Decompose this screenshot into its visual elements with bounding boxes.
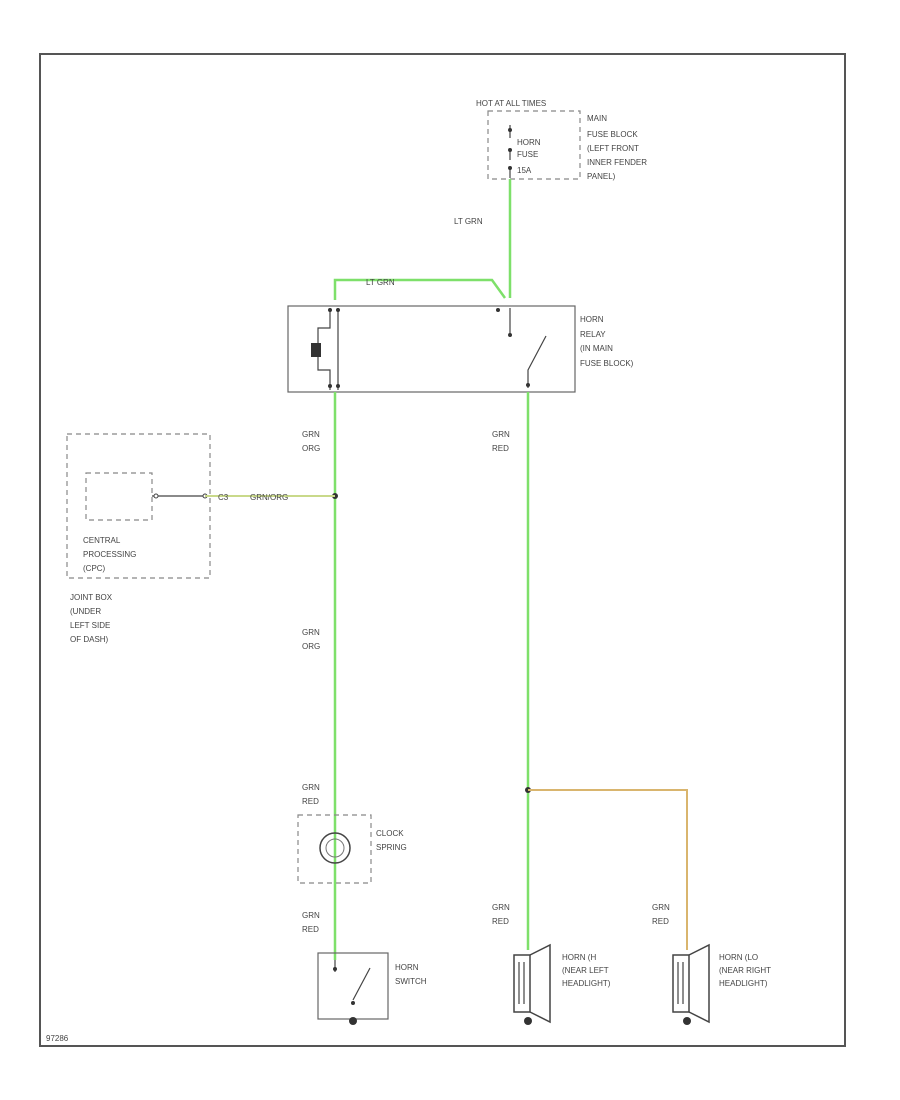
wire-label-coil-out-2: ORG [302,444,320,453]
horn-left-bell-icon [529,943,551,1024]
fuse-block-label-line-3: (LEFT FRONT [587,144,639,153]
relay-terminal-dot [336,384,340,388]
horn-switch-contact [334,960,371,1001]
fuse-terminal-dot [508,148,512,152]
joint-box-label-line-4: OF DASH) [70,635,109,644]
joint-box-label-line-2: (UNDER [70,607,101,616]
relay-coil-icon [311,343,321,357]
clock-spring-outline [297,814,372,884]
horn-right-body-icon [672,954,690,1013]
switch-terminal-dot [333,967,337,971]
ground-icon [524,1017,532,1025]
wire-label-cpu-color: GRN/ORG [250,493,288,502]
horn-right: HORN (LO (NEAR RIGHT HEADLIGHT) [672,943,771,1025]
wire-label-switch-out-2: RED [492,444,509,453]
horn-right-label-line-2: (NEAR RIGHT [719,966,771,975]
joint-box-label-line-1: JOINT BOX [70,593,113,602]
wire-label-lower-coil-1: GRN [302,628,320,637]
horn-left-detail-icon [518,962,525,1004]
connector-pin-icon [153,493,159,499]
relay-terminal-dot [508,333,512,337]
horn-right-label-line-3: HEADLIGHT) [719,979,768,988]
wire-label-horn-switch-1: GRN [302,911,320,920]
fuse-terminal-dot [508,128,512,132]
horn-fuse-label-line-1: HORN [517,138,541,147]
fuse-block-label-line-5: PANEL) [587,172,616,181]
cpu-label-line-3: (CPC) [83,564,106,573]
wire-label-switch-out-1: GRN [492,430,510,439]
horn-left: HORN (H (NEAR LEFT HEADLIGHT) [513,943,611,1025]
fuse-block-outline [487,110,581,180]
horn-fuse-label-line-2: FUSE [517,150,538,159]
main-fuse-block: HOT AT ALL TIMES MAIN FUSE BLOCK (LEFT F… [476,99,647,181]
ground-icon [349,1017,357,1025]
switch-terminal-dot [351,1001,355,1005]
wire-label-lower-coil-2: ORG [302,642,320,651]
horn-switch: HORN SWITCH [317,952,427,1025]
relay-terminal-dot [496,308,500,312]
horn-fuse-label-line-3: 15A [517,166,532,175]
wire-label-clock-spring-2: RED [302,797,319,806]
relay-label-line-1: HORN [580,315,604,324]
wire-label-right-horn-1: GRN [652,903,670,912]
horn-switch-box [317,952,389,1020]
wire-label-coil-out-1: GRN [302,430,320,439]
relay-label-line-4: FUSE BLOCK) [580,359,634,368]
wire-label-left-horn-2: RED [492,917,509,926]
horn-right-detail-icon [677,962,684,1004]
wire-label-right-horn-2: RED [652,917,669,926]
wire-label-cpu-pin: C3 [218,493,229,502]
cpu-outline [85,472,153,521]
relay-terminal-dot [336,308,340,312]
wire-splice-to-right-horn [528,789,688,950]
wire-label-clock-spring-1: GRN [302,783,320,792]
fuse-block-label-line-4: INNER FENDER [587,158,647,167]
wire-label-horn-switch-2: RED [302,925,319,934]
relay-switch-contact [509,308,547,388]
horn-left-label-line-1: HORN (H [562,953,596,962]
clock-spring-inner-icon [325,838,345,858]
horn-left-body-icon [513,954,531,1013]
fuse-block-label-line-1: MAIN [587,114,607,123]
fuse-header-label: HOT AT ALL TIMES [476,99,546,108]
ground-icon [683,1017,691,1025]
diagram-code: 97286 [46,1034,69,1043]
clock-spring-label-line-1: CLOCK [376,829,404,838]
joint-box-label-line-3: LEFT SIDE [70,621,110,630]
diagram-frame [39,53,846,1047]
cpu-label-line-2: PROCESSING [83,550,136,559]
clock-spring: CLOCK SPRING [297,814,407,884]
horn-switch-label-line-1: HORN [395,963,419,972]
relay-label-line-2: RELAY [580,330,606,339]
relay-terminal-dot [328,308,332,312]
horn-right-bell-icon [688,943,710,1024]
horn-switch-label-line-2: SWITCH [395,977,427,986]
relay-terminal-dot [328,384,332,388]
fuse-block-label-line-2: FUSE BLOCK [587,130,638,139]
relay-terminal-dot [526,383,530,387]
wire-relay-coil-feed [333,278,507,300]
horn-right-label-line-1: HORN (LO [719,953,758,962]
wire-label-fuse-to-relay: LT GRN [454,217,483,226]
clock-spring-icon [319,832,351,864]
horn-relay-box [287,305,576,393]
wire-label-relay-top: LT GRN [366,278,395,287]
relay-label-line-3: (IN MAIN [580,344,613,353]
central-processing-unit: CENTRAL PROCESSING (CPC) JOINT BOX (UNDE… [66,433,211,644]
fuse-terminal-dot [508,166,512,170]
horn-left-label-line-2: (NEAR LEFT [562,966,609,975]
cpu-label-line-1: CENTRAL [83,536,121,545]
horn-relay: HORN RELAY (IN MAIN FUSE BLOCK) [287,305,634,393]
clock-spring-label-line-2: SPRING [376,843,407,852]
horn-left-label-line-3: HEADLIGHT) [562,979,611,988]
wire-label-left-horn-1: GRN [492,903,510,912]
